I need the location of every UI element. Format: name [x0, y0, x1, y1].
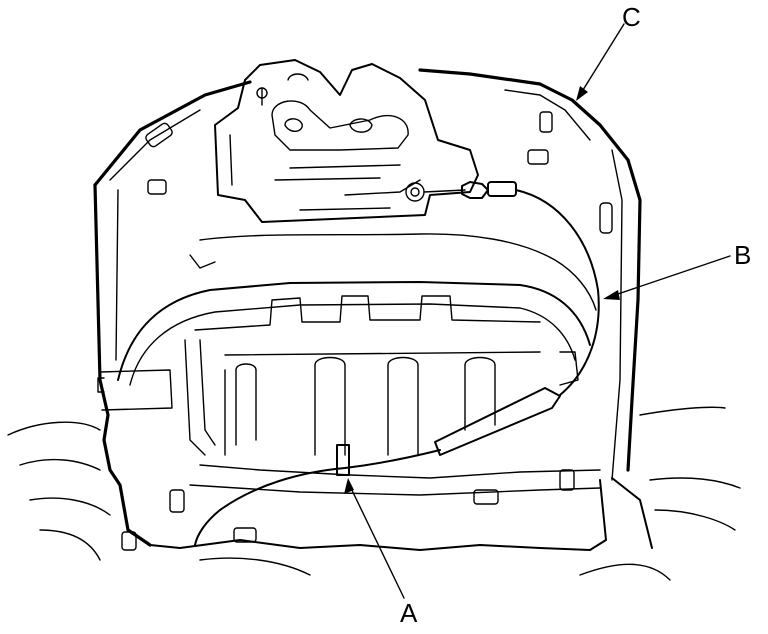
arrowhead-a — [344, 478, 354, 494]
arrowhead-b — [603, 290, 620, 300]
cable-clip — [336, 444, 350, 476]
leader-line-a — [347, 481, 405, 599]
leader-line-b — [605, 255, 731, 299]
release-cable — [194, 181, 600, 546]
callout-c-label: C — [622, 2, 641, 32]
leader-lines — [344, 23, 731, 599]
frame-slots — [121, 111, 613, 551]
arrowhead-c — [576, 86, 588, 101]
callout-a-label: A — [400, 598, 418, 628]
seat-back-inner-frame — [117, 233, 597, 456]
leader-line-c — [577, 23, 625, 99]
callout-b-label: B — [734, 240, 751, 270]
seat-back-frame — [93, 68, 653, 551]
latch-assembly — [214, 59, 479, 223]
cross-bar — [97, 351, 579, 411]
seat-cushion-outline — [7, 406, 741, 581]
